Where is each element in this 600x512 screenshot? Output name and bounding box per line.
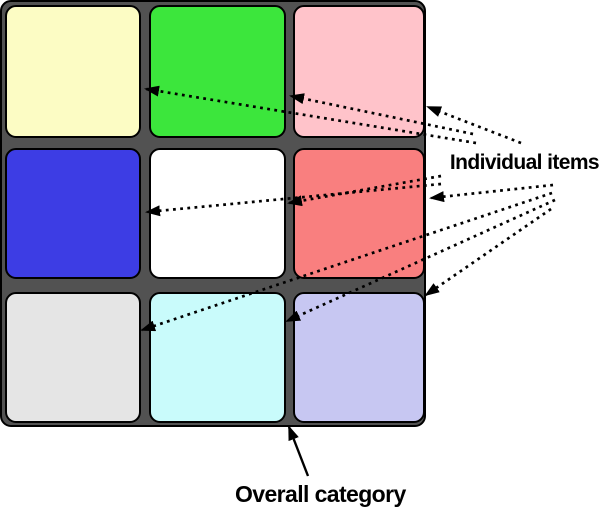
overall-category-label: Overall category	[235, 481, 406, 507]
cell-r3c2-cyan	[149, 292, 286, 423]
individual-items-label: Individual items	[449, 151, 600, 174]
cell-r1c1-yellow	[5, 5, 141, 138]
arrow-to-cell-r2c3-red	[429, 183, 554, 203]
cell-r2c2-white	[149, 148, 286, 279]
arrow-to-cell-r3c3-lavender	[424, 207, 552, 297]
arrow-to-cell-r1c3-pink	[426, 105, 522, 145]
cell-r3c1-gray	[5, 292, 141, 423]
cell-r3c3-lavender	[293, 292, 425, 423]
arrow-to-grid-container	[287, 425, 310, 477]
cell-r2c1-blue	[5, 148, 141, 279]
cell-r2c3-red	[293, 148, 425, 279]
cell-r1c2-green	[149, 5, 286, 138]
grid-container	[0, 0, 426, 427]
cell-r1c3-pink	[293, 5, 425, 138]
